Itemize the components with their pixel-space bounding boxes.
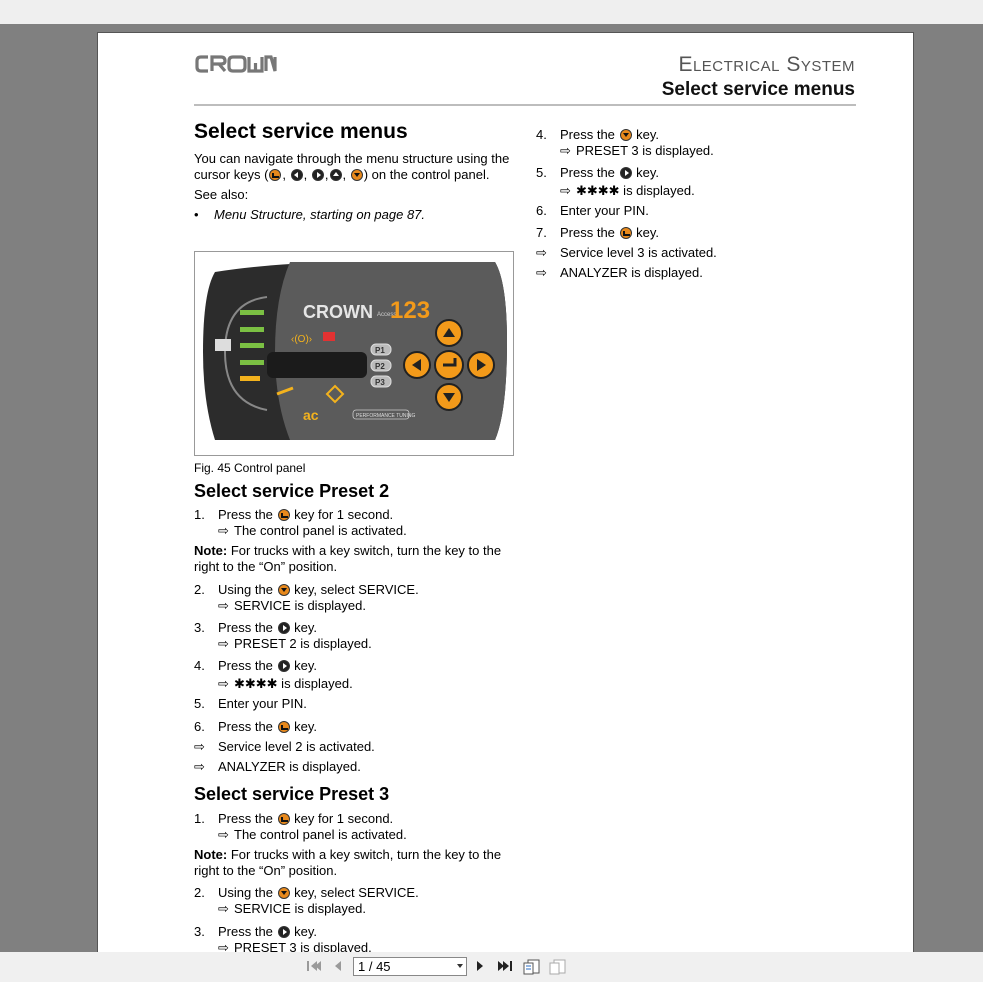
preset-1: P1 xyxy=(375,346,385,355)
control-panel-figure: CROWN Access 123 ‹(O)› P1 P2 P3 ac xyxy=(194,251,514,456)
reference-link[interactable]: •Menu Structure, starting on page 87. xyxy=(194,207,426,222)
page-selector[interactable]: 1 / 45 xyxy=(353,957,467,976)
preset3-result-4: ⇨PRESET 3 is displayed. xyxy=(560,143,714,158)
preset2-step-6: 6.Press the key. xyxy=(194,719,318,734)
preset2-step-4: 4.Press the key. xyxy=(194,658,318,673)
panel-model-number: 123 xyxy=(390,297,430,324)
preset3-step-2: 2.Using the key, select SERVICE. xyxy=(194,885,419,900)
crown-logo xyxy=(194,53,278,80)
preset3-note: Note: For trucks with a key switch, turn… xyxy=(194,847,502,878)
preset3-step-1: 1.Press the key for 1 second. xyxy=(194,811,394,826)
preset3-step-3: 3.Press the key. xyxy=(194,924,318,939)
preset2-result-3: ⇨PRESET 2 is displayed. xyxy=(218,636,372,651)
enter-key-icon xyxy=(269,169,282,181)
preset3-result-5: ⇨✱✱✱✱ is displayed. xyxy=(560,183,695,198)
enter-key-icon xyxy=(277,721,290,733)
document-page: Electrical System Select service menus S… xyxy=(97,32,914,962)
preset2-step-2: 2.Using the key, select SERVICE. xyxy=(194,582,419,597)
preset3-result-final-1: ⇨Service level 3 is activated. xyxy=(536,245,717,260)
pdf-navigation-bar: 1 / 45 xyxy=(0,952,983,982)
preset3-result-final-2: ⇨ANALYZER is displayed. xyxy=(536,265,703,280)
preset2-heading: Select service Preset 2 xyxy=(194,481,390,501)
left-column-bottom: Fig. 45 Control panel Select service Pre… xyxy=(194,460,516,956)
preset2-note: Note: For trucks with a key switch, turn… xyxy=(194,543,502,574)
preset2-result-4: ⇨✱✱✱✱ is displayed. xyxy=(218,676,353,691)
preset2-result-2: ⇨SERVICE is displayed. xyxy=(218,598,366,613)
see-also: See also: xyxy=(194,187,249,202)
preset3-result-3: ⇨PRESET 3 is displayed. xyxy=(218,940,372,955)
enter-key-icon xyxy=(619,227,632,239)
right-key-icon xyxy=(277,660,290,672)
preset-2: P2 xyxy=(375,362,385,371)
up-key-icon xyxy=(329,169,342,181)
bullet: • xyxy=(194,207,199,222)
section-heading: Select service menus xyxy=(194,120,408,143)
header-subtitle: Select service menus xyxy=(661,79,855,100)
right-key-icon xyxy=(277,622,290,634)
preset2-result-final-1: ⇨Service level 2 is activated. xyxy=(194,739,375,754)
preset2-result-final-2: ⇨ANALYZER is displayed. xyxy=(194,759,361,774)
first-page-icon[interactable] xyxy=(306,959,322,976)
down-key-icon xyxy=(350,169,363,181)
preset3-result-1: ⇨The control panel is activated. xyxy=(218,827,407,842)
preset3-step-7: 7.Press the key. xyxy=(536,225,660,240)
preset3-step-5: 5.Press the key. xyxy=(536,165,660,180)
preset3-result-2: ⇨SERVICE is displayed. xyxy=(218,901,366,916)
down-key-icon xyxy=(277,887,290,899)
left-column-top: Select service menus You can navigate th… xyxy=(194,120,516,223)
left-key-icon xyxy=(290,169,303,181)
right-column: 4.Press the key. ⇨PRESET 3 is displayed.… xyxy=(536,127,858,281)
right-key-icon xyxy=(311,169,324,181)
previous-page-icon[interactable] xyxy=(332,959,344,976)
down-key-icon xyxy=(277,584,290,596)
intro-paragraph: You can navigate through the menu struct… xyxy=(194,151,510,182)
chevron-down-icon xyxy=(457,964,463,968)
panel-brand: CROWN xyxy=(303,302,373,322)
header-divider xyxy=(194,104,856,106)
two-page-view-icon[interactable] xyxy=(549,959,567,978)
enter-key-icon xyxy=(277,509,290,521)
preset3-heading: Select service Preset 3 xyxy=(194,784,390,804)
preset3-step-6: 6.Enter your PIN. xyxy=(536,203,649,218)
svg-text:‹(O)›: ‹(O)› xyxy=(291,334,312,345)
svg-text:ac: ac xyxy=(303,407,319,423)
enter-key-icon xyxy=(277,813,290,825)
single-page-view-icon[interactable] xyxy=(523,959,541,978)
preset2-step-5: 5.Enter your PIN. xyxy=(194,696,307,711)
right-key-icon xyxy=(619,167,632,179)
header-title: Electrical System xyxy=(678,53,855,76)
right-key-icon xyxy=(277,926,290,938)
next-page-icon[interactable] xyxy=(474,959,486,976)
down-key-icon xyxy=(619,129,632,141)
preset2-step-1: 1.Press the key for 1 second. xyxy=(194,507,394,522)
panel-model-prefix: Access xyxy=(377,312,396,318)
last-page-icon[interactable] xyxy=(497,959,513,976)
preset-3: P3 xyxy=(375,378,385,387)
figure-caption: Fig. 45 Control panel xyxy=(194,461,306,475)
top-toolbar xyxy=(0,0,983,24)
preset3-step-4: 4.Press the key. xyxy=(536,127,660,142)
performance-tuning-badge: PERFORMANCE TUNING xyxy=(356,413,415,419)
preset2-step-3: 3.Press the key. xyxy=(194,620,318,635)
preset2-result-1: ⇨The control panel is activated. xyxy=(218,523,407,538)
